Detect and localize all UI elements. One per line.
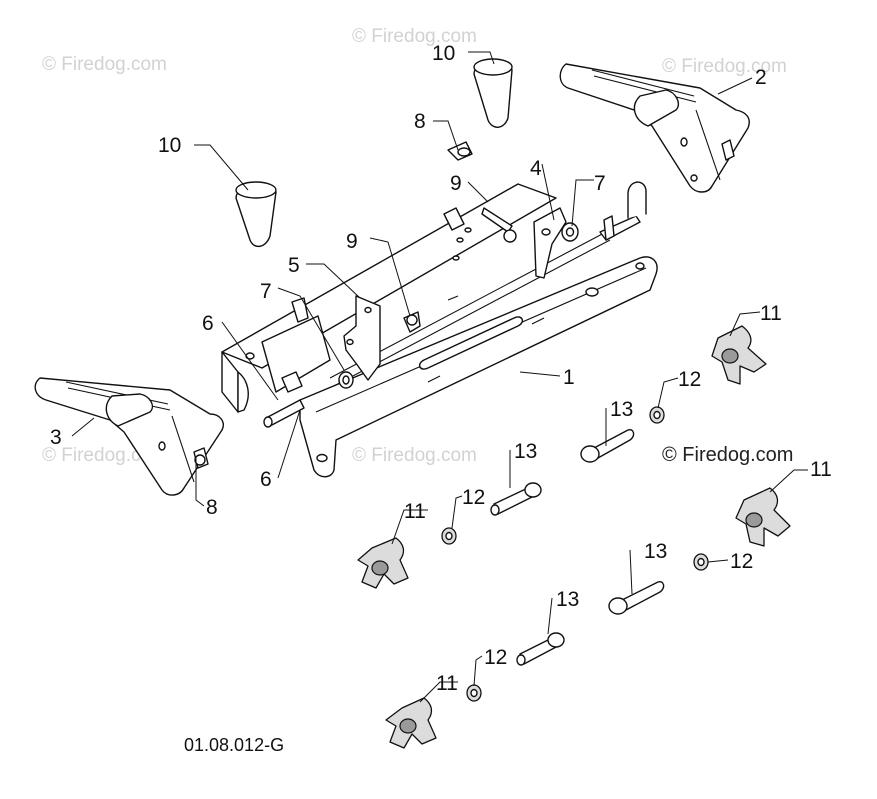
callout-9: 9 <box>346 230 358 253</box>
star-knob-part-11 <box>385 697 437 749</box>
callout-13: 13 <box>556 588 579 611</box>
star-knob-part-11 <box>711 325 767 385</box>
callout-7: 7 <box>594 172 606 195</box>
callout-11: 11 <box>404 500 426 523</box>
star-knob-part-11 <box>357 537 409 589</box>
clip-part-8 <box>447 141 473 161</box>
callout-10: 10 <box>432 42 455 65</box>
frame-part-1 <box>221 181 658 478</box>
callout-labels: 1 2 3 4 5 6 6 7 7 8 8 9 9 10 10 11 11 11… <box>50 42 832 695</box>
callout-11: 11 <box>810 458 832 481</box>
callout-11: 11 <box>760 302 782 325</box>
callout-2: 2 <box>755 66 767 89</box>
figure-code: 01.08.012-G <box>184 735 284 755</box>
watermark-group: © Firedog.com © Firedog.com © Firedog.co… <box>42 26 793 466</box>
callout-7: 7 <box>260 280 272 303</box>
callout-13: 13 <box>514 440 537 463</box>
callout-13: 13 <box>644 540 667 563</box>
handle-part-3 <box>34 377 224 496</box>
handle-part-2 <box>559 63 750 193</box>
watermark-text: © Firedog.com <box>42 54 167 75</box>
callout-10: 10 <box>158 134 181 157</box>
callout-3: 3 <box>50 426 62 449</box>
callout-12: 12 <box>462 486 485 509</box>
knob-part-10 <box>235 181 277 247</box>
callout-6: 6 <box>202 312 214 335</box>
callout-6: 6 <box>260 468 272 491</box>
watermark-text: © Firedog.com <box>352 445 477 466</box>
callout-8: 8 <box>414 110 426 133</box>
leader-lines <box>71 51 808 703</box>
bolt-part-13 <box>608 580 665 615</box>
callout-12: 12 <box>678 368 701 391</box>
bolt-part-13 <box>490 482 542 516</box>
callout-5: 5 <box>288 254 300 277</box>
callout-1: 1 <box>563 366 575 389</box>
bolt-part-13 <box>516 632 565 666</box>
knob-part-10 <box>473 58 513 128</box>
washer-part-12 <box>441 527 457 545</box>
bracket-part-4 <box>533 207 579 279</box>
callout-4: 4 <box>530 157 542 180</box>
washer-part-12 <box>693 553 709 571</box>
callout-13: 13 <box>610 398 633 421</box>
callout-12: 12 <box>484 646 507 669</box>
callout-12: 12 <box>730 550 753 573</box>
watermark-text: © Firedog.com <box>662 56 787 77</box>
frame-hardware <box>291 207 615 333</box>
bracket-part-5 <box>343 295 381 381</box>
star-knob-part-11 <box>735 487 791 547</box>
callout-9: 9 <box>450 172 462 195</box>
watermark-text-strong: © Firedog.com <box>662 444 793 466</box>
callout-11: 11 <box>436 672 458 695</box>
washer-part-12 <box>649 406 665 424</box>
callout-8: 8 <box>206 496 218 519</box>
bolt-part-13 <box>580 428 635 463</box>
watermark-text: © Firedog.com <box>352 26 477 47</box>
washer-part-12 <box>466 684 482 702</box>
